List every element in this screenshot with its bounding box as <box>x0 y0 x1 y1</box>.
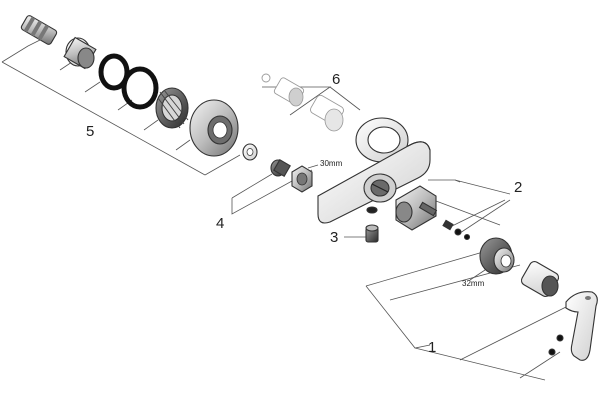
dimension-32mm: 32mm <box>462 279 485 288</box>
part-group-5 <box>20 15 258 161</box>
part-group-3 <box>365 206 379 243</box>
o-ring-large <box>121 66 159 110</box>
sleeve <box>63 36 97 70</box>
check-valve <box>270 159 291 177</box>
dimension-30mm: 30mm <box>320 159 343 168</box>
label-2: 2 <box>514 179 522 196</box>
label-6: 6 <box>332 71 340 88</box>
label-3: 3 <box>330 229 338 246</box>
threaded-connector <box>20 15 58 45</box>
cartridge <box>395 185 438 231</box>
mixer-body <box>317 117 431 224</box>
label-4: 4 <box>216 215 224 232</box>
rosette <box>189 99 239 157</box>
threaded-nut <box>155 87 189 129</box>
label-1: 1 <box>428 339 436 356</box>
part-group-1 <box>479 237 598 361</box>
lever-handle <box>565 291 598 361</box>
callout-labels: 5 6 4 3 2 1 30mm 32mm <box>86 71 522 356</box>
label-5: 5 <box>86 123 94 140</box>
part-group-4 <box>270 159 313 193</box>
sleeve-cap <box>520 261 560 297</box>
part-group-6 <box>261 73 344 132</box>
o-ring-small <box>98 53 130 91</box>
part-group-2 <box>395 185 471 241</box>
grub-screws <box>548 334 564 356</box>
spindle-parts <box>442 219 471 241</box>
threaded-nut-32mm <box>479 237 515 275</box>
washer <box>242 143 258 161</box>
hex-nut-30mm <box>291 165 313 193</box>
